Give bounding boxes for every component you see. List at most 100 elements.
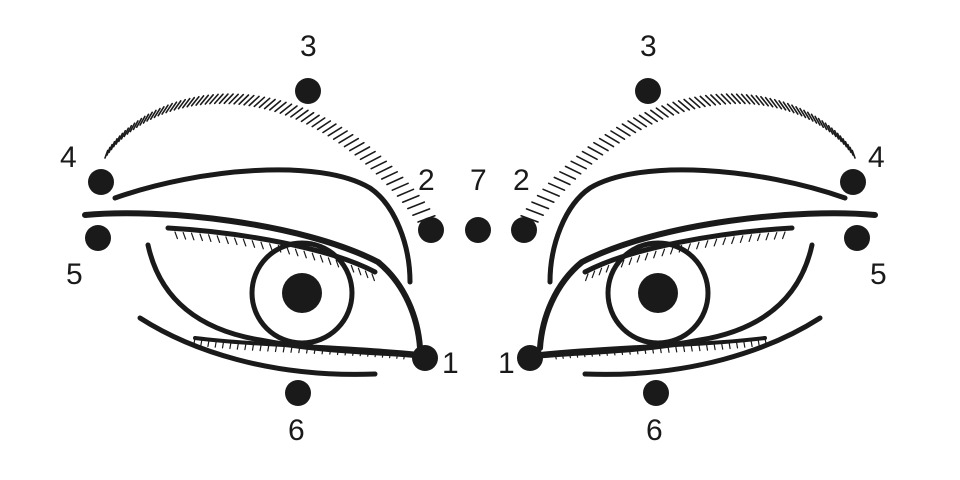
right-upper-lash-stroke (739, 235, 744, 243)
right-eyebrow-stroke (821, 120, 828, 131)
point-labels: 1 1 2 2 3 3 4 4 5 5 6 6 7 (60, 30, 887, 447)
right-upper-lash-stroke (661, 248, 666, 257)
right-lash-stroke (682, 344, 686, 353)
left-eyebrow-stroke (243, 94, 255, 106)
left-upper-lash-stroke (335, 259, 340, 268)
point-dot-6-left (285, 380, 311, 406)
left-eyebrow-stroke (327, 126, 343, 137)
left-eyebrow-stroke (338, 133, 354, 144)
point-dot-2-left (418, 217, 444, 243)
left-lash-stroke (306, 345, 309, 354)
left-eyebrow-stroke (391, 182, 409, 191)
left-eyebrow-stroke (190, 95, 200, 107)
right-under-eye-curve (582, 315, 823, 377)
left-lash-stroke (193, 337, 196, 346)
point-dot-1-right (517, 345, 543, 371)
left-eyebrow-stroke (238, 94, 250, 105)
left-upper-lash-stroke (327, 257, 332, 266)
right-lash-stroke (720, 341, 724, 350)
right-eyebrow-stroke (778, 100, 787, 111)
right-iris (605, 240, 711, 346)
left-eye (82, 93, 436, 377)
point-markers (85, 78, 870, 406)
left-lash-stroke (336, 347, 340, 356)
left-eyebrow-stroke (182, 97, 191, 109)
point-label-4-left: 4 (60, 141, 77, 174)
left-eyebrow-stroke (268, 100, 282, 111)
right-upper-lash-stroke (722, 237, 727, 246)
left-eyebrow-stroke (129, 122, 136, 133)
right-lash-stroke (742, 339, 746, 348)
right-upper-lash-stroke (773, 232, 778, 240)
right-lash-stroke (764, 337, 767, 346)
left-upper-lash-stroke (190, 232, 195, 241)
left-lash-stroke (244, 342, 247, 351)
right-eyebrow-stroke (814, 115, 821, 126)
point-label-2-right: 2 (513, 164, 530, 197)
right-eyebrow-stroke (824, 122, 831, 133)
right-eyebrow-stroke (704, 94, 717, 106)
right-eyebrow-stroke (672, 101, 685, 113)
right-eyebrow-stroke (666, 103, 680, 114)
right-lash-stroke (590, 348, 593, 357)
left-lash-stroke (200, 338, 203, 347)
right-eyebrow-stroke (769, 97, 778, 109)
right-lash-stroke (561, 350, 564, 359)
right-eyebrow-stroke (803, 109, 811, 120)
right-eyebrow-stroke (661, 105, 675, 116)
right-eyebrow-stroke (547, 182, 566, 191)
left-pupil (282, 273, 322, 313)
right-eyebrow-stroke (627, 120, 642, 131)
left-eyebrow-stroke (104, 149, 109, 159)
left-eyebrow-stroke (263, 98, 276, 110)
right-eyebrow-stroke (847, 143, 852, 154)
right-lash-stroke (554, 351, 557, 360)
left-lash-stroke (290, 344, 293, 353)
right-eyebrow-stroke (576, 155, 593, 165)
right-upper-lash-stroke (620, 259, 625, 268)
right-eyebrow-stroke (587, 146, 604, 156)
left-lash-stroke (313, 345, 317, 354)
left-eyebrow-stroke (173, 100, 182, 111)
left-lash-stroke (274, 344, 278, 353)
left-lash-stroke (214, 339, 217, 348)
right-upper-lash-stroke (613, 262, 617, 270)
right-eyebrow-stroke (677, 100, 691, 111)
right-eyebrow-stroke (817, 117, 825, 128)
left-upper-lash-stroke (251, 240, 256, 248)
right-lash-stroke (698, 343, 701, 352)
right-lash-stroke (651, 345, 655, 354)
point-label-6-left: 6 (288, 414, 305, 447)
point-dot-3-left (295, 78, 321, 104)
point-label-6-right: 6 (646, 414, 663, 447)
left-eyebrow-stroke (248, 95, 260, 107)
left-eyebrow-stroke (146, 111, 153, 122)
right-eyebrow-stroke (773, 98, 783, 110)
left-eyebrow-stroke (132, 120, 139, 131)
left-lash-stroke (298, 345, 301, 354)
left-upper-lash-stroke (364, 270, 369, 279)
right-eyebrow-stroke (564, 165, 582, 175)
left-eyebrow-stroke (359, 150, 376, 161)
left-eyebrow-stroke (343, 137, 360, 148)
left-eyebrow-stroke (311, 117, 326, 128)
right-lash-stroke (667, 344, 670, 353)
right-lash-stroke (613, 347, 616, 356)
left-upper-lid-lash-line (165, 225, 378, 275)
left-lash-stroke (396, 350, 399, 359)
right-eye-outline (537, 242, 815, 359)
right-eyebrow-stroke (725, 93, 737, 105)
right-eyebrow-stroke (836, 132, 843, 143)
right-upper-lash-stroke (678, 244, 683, 253)
right-eyebrow-stroke (740, 93, 751, 105)
left-eyebrow-stroke (274, 101, 287, 113)
left-eyebrow-stroke (142, 113, 150, 124)
right-eyebrow-stroke (649, 109, 664, 120)
left-eyebrow-stroke (204, 94, 214, 105)
right-lash-stroke (636, 346, 639, 355)
right-eyebrow-stroke (735, 93, 746, 105)
right-lash-stroke (620, 347, 624, 356)
right-eyebrow-stroke (581, 150, 598, 161)
left-eyebrow-stroke (284, 105, 298, 116)
point-dot-7 (465, 217, 491, 243)
